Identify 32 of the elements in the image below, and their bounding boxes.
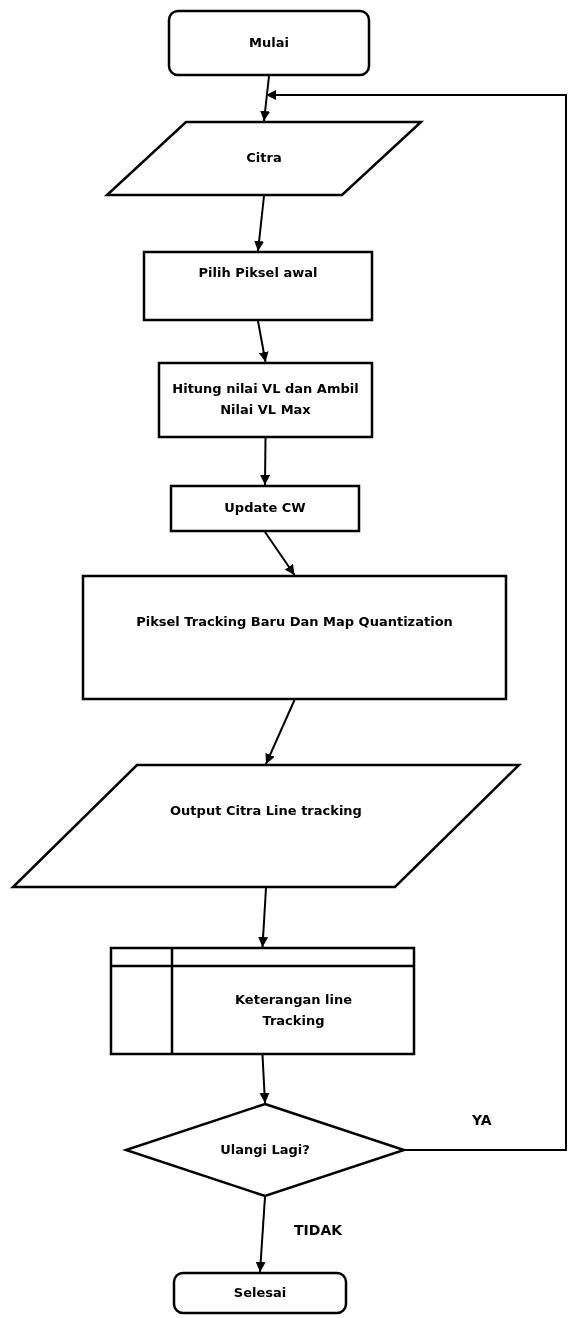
- arrow: [255, 1196, 266, 1273]
- process-box: [82, 575, 507, 700]
- arrow: [264, 531, 296, 576]
- input-output-parallelogram: [106, 121, 422, 196]
- node-label: Output Citra Line tracking: [170, 801, 362, 820]
- input-output-parallelogram: [12, 764, 520, 888]
- process-box: [170, 485, 360, 532]
- arrow: [260, 75, 271, 122]
- edge-label: TIDAK: [292, 1222, 345, 1238]
- predefined-process-box: [110, 947, 415, 1055]
- edge-label: YA: [470, 1112, 494, 1128]
- node-label: Hitung nilai VL dan Ambil Nilai VL Max: [171, 380, 360, 419]
- process-box: [158, 362, 373, 438]
- decision-diamond: [125, 1103, 405, 1197]
- node-label: Pilih Piksel awal: [198, 263, 318, 282]
- arrow: [258, 887, 269, 948]
- node-label: Keterangan line Tracking: [234, 990, 353, 1030]
- arrow: [254, 195, 265, 252]
- node-label: Ulangi Lagi?: [220, 1140, 310, 1159]
- arrow: [265, 90, 567, 1151]
- arrow: [265, 699, 296, 765]
- terminator-box: [168, 10, 370, 76]
- arrow: [259, 1054, 270, 1104]
- node-label: Selesai: [233, 1283, 287, 1302]
- terminator-box: [173, 1272, 347, 1314]
- arrow: [257, 320, 269, 363]
- node-label: Mulai: [249, 33, 289, 52]
- arrow: [260, 437, 271, 486]
- node-label: Piksel Tracking Baru Dan Map Quantization: [136, 613, 453, 632]
- process-box: [143, 251, 373, 321]
- node-label: Citra: [246, 149, 282, 168]
- node-label: Update CW: [224, 499, 306, 518]
